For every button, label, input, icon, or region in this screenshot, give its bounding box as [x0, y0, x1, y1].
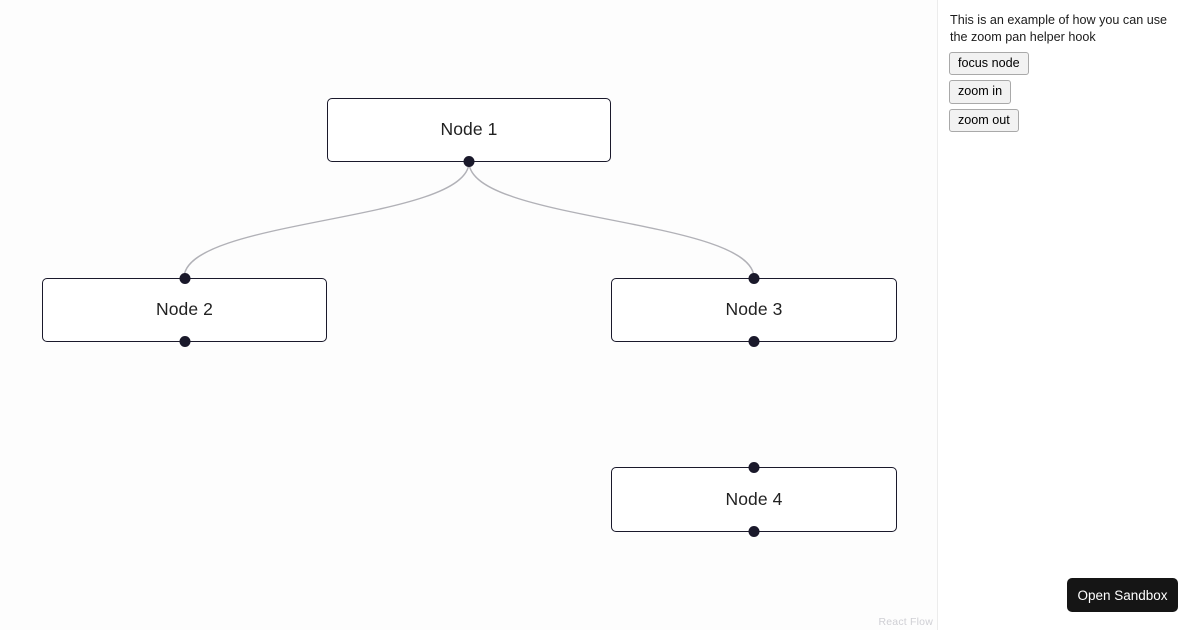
flow-node-label-3: Node 3 — [725, 299, 783, 320]
flow-node-2[interactable]: Node 2 — [42, 273, 327, 347]
panel-description: This is an example of how you can use th… — [950, 13, 1168, 45]
flow-node-label-4: Node 4 — [725, 488, 783, 509]
source-handle-node-4[interactable] — [748, 526, 760, 537]
react-flow-canvas[interactable]: Node 1 Node 2 Node 3 Node 4 React Flow — [0, 0, 937, 630]
zoom-in-button[interactable]: zoom in — [949, 80, 1012, 104]
zoom-out-button[interactable]: zoom out — [949, 108, 1019, 133]
flow-node-3[interactable]: Node 3 — [611, 273, 897, 347]
edge-e1-3[interactable] — [468, 161, 755, 279]
open-sandbox-button[interactable]: Open Sandbox — [1067, 578, 1178, 612]
source-handle-node-1[interactable] — [463, 156, 475, 167]
flow-node-4[interactable]: Node 4 — [611, 462, 897, 537]
focus-node-button[interactable]: focus node — [949, 52, 1029, 76]
react-flow-attribution[interactable]: React Flow — [878, 615, 933, 628]
target-handle-node-3[interactable] — [748, 273, 760, 284]
flow-node-label-1: Node 1 — [440, 119, 498, 140]
panel-button-group: focus node zoom in zoom out — [949, 52, 1029, 133]
target-handle-node-4[interactable] — [748, 462, 760, 473]
flow-node-label-2: Node 2 — [155, 299, 214, 320]
source-handle-node-3[interactable] — [748, 336, 760, 347]
source-handle-node-2[interactable] — [179, 336, 190, 347]
flow-node-1[interactable]: Node 1 — [327, 98, 611, 167]
target-handle-node-2[interactable] — [179, 273, 190, 284]
side-panel: This is an example of how you can use th… — [937, 0, 1200, 630]
edge-e1-2[interactable] — [183, 161, 470, 279]
